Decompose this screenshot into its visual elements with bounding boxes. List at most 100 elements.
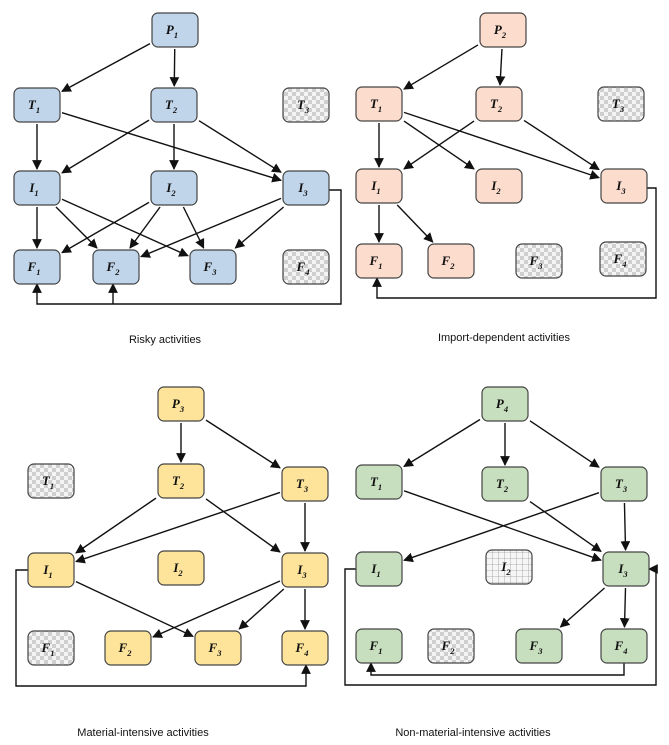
node-f3: F3: [194, 630, 242, 666]
node-label: F3: [208, 640, 223, 658]
node-label: T3: [615, 476, 628, 494]
node-box: [194, 630, 242, 666]
node-box: [355, 243, 403, 279]
edge-i3-f3: [559, 587, 605, 628]
node-box: [282, 249, 330, 285]
node-label: I2: [490, 178, 501, 196]
node-t3: T3: [282, 87, 330, 123]
node-label: T1: [28, 97, 40, 115]
node-label: F2: [118, 640, 133, 658]
node-label: T1: [370, 96, 382, 114]
node-i2: I2: [150, 170, 198, 206]
node-f4: F4: [281, 630, 329, 666]
node-box: [150, 87, 198, 123]
feedback-edge-i3-1: [32, 189, 342, 305]
node-box: [355, 464, 403, 500]
node-box: [355, 628, 403, 664]
node-f1: F1: [13, 249, 61, 285]
node-box: [427, 628, 475, 664]
node-box: [355, 86, 403, 122]
node-label: I1: [28, 180, 38, 198]
node-label: T3: [296, 476, 309, 494]
node-label: F4: [295, 640, 309, 658]
node-t1: T1: [27, 463, 75, 499]
node-label: T2: [165, 97, 178, 115]
node-box: [151, 12, 199, 48]
edge-i2-f3: [182, 206, 205, 249]
node-f1: F1: [27, 630, 75, 666]
edge-i1-f2: [396, 204, 434, 243]
node-label: I3: [617, 561, 628, 579]
node-box: [602, 551, 650, 587]
node-box: [600, 168, 648, 204]
node-label: P1: [166, 22, 178, 40]
node-label: F2: [441, 253, 456, 271]
node-label: T1: [370, 474, 382, 492]
node-t1: T1: [13, 87, 61, 123]
node-label: P4: [496, 396, 508, 414]
edge-p3-t3: [205, 419, 281, 469]
node-label: F1: [41, 640, 55, 658]
node-p3: P3: [157, 386, 205, 422]
node-box: [157, 463, 205, 499]
node-label: F1: [27, 259, 41, 277]
node-i1: I1: [355, 168, 403, 204]
edge-p4-t3: [529, 420, 600, 468]
node-f2: F2: [427, 243, 475, 279]
node-box: [597, 86, 645, 122]
caption-material: Material-intensive activities: [77, 727, 209, 739]
edge-i3-f2: [140, 197, 282, 258]
node-f2: F2: [92, 249, 140, 285]
node-t1: T1: [355, 86, 403, 122]
node-i3: I3: [600, 168, 648, 204]
node-box: [104, 630, 152, 666]
caption-import: Import-dependent activities: [438, 332, 571, 344]
node-label: F3: [529, 638, 544, 656]
node-f3: F3: [515, 243, 563, 279]
node-box: [281, 466, 329, 502]
edge-p2-t1: [403, 44, 479, 90]
node-label: F2: [106, 259, 121, 277]
node-box: [515, 628, 563, 664]
node-label: I1: [42, 562, 52, 580]
node-box: [600, 628, 648, 664]
node-box: [13, 170, 61, 206]
node-label: F2: [441, 638, 456, 656]
feedback-edge-f4-2: [366, 662, 625, 676]
node-f4: F4: [282, 249, 330, 285]
edge-i1-f3: [61, 198, 189, 257]
feedback-edge-i1-1: [344, 564, 658, 686]
node-box: [27, 552, 75, 588]
edge-i3-f3: [234, 206, 285, 249]
edge-t1-i3: [403, 111, 600, 180]
node-p1: P1: [151, 12, 199, 48]
node-box: [150, 170, 198, 206]
node-i3: I3: [282, 170, 330, 206]
edge-t2-i3: [523, 119, 600, 171]
node-f1: F1: [355, 628, 403, 664]
node-box: [13, 87, 61, 123]
node-i1: I1: [355, 551, 403, 587]
node-label: I1: [370, 561, 380, 579]
node-box: [485, 549, 533, 585]
edge-t2-i3: [198, 120, 282, 173]
node-f2: F2: [104, 630, 152, 666]
node-label: F3: [203, 259, 218, 277]
node-box: [427, 243, 475, 279]
edge-i2-f1: [61, 201, 150, 254]
edge-i1-f3: [75, 581, 194, 638]
node-box: [475, 86, 523, 122]
node-f4: F4: [600, 628, 648, 664]
node-t2: T2: [150, 87, 198, 123]
edge-t2-i3: [205, 498, 281, 553]
caption-nonmaterial: Non-material-intensive activities: [395, 727, 551, 739]
node-box: [282, 87, 330, 123]
node-label: I2: [500, 559, 511, 577]
edges-risky: [32, 42, 342, 305]
node-label: T2: [172, 473, 185, 491]
